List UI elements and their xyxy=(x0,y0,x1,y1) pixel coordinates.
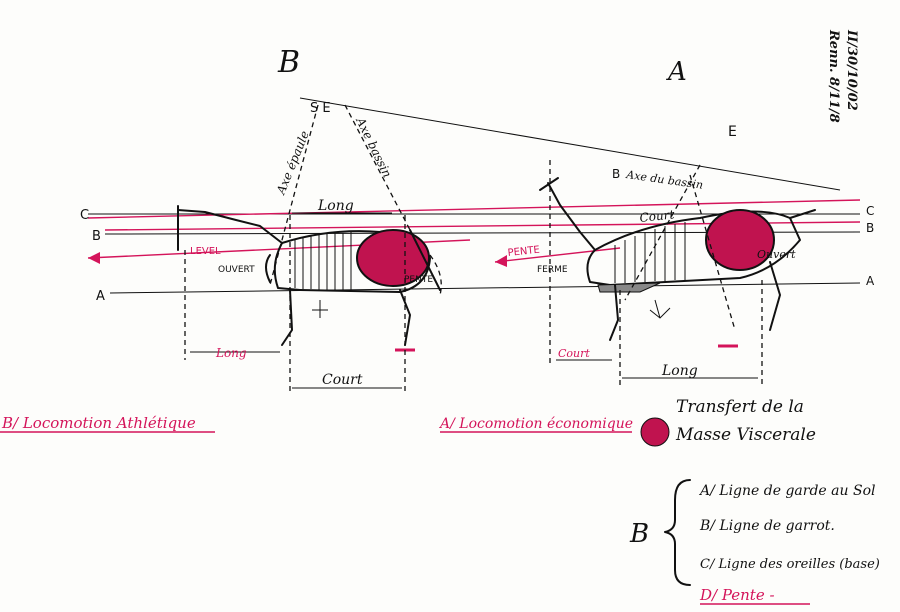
horse-b-tail xyxy=(409,229,441,291)
axe-epaule-label: Axe épaule xyxy=(273,129,311,197)
horse-b-axes xyxy=(184,104,411,395)
horse-a-visceral-mass xyxy=(705,209,775,271)
panel-b-se: S E xyxy=(310,101,331,116)
panel-a-title: A xyxy=(666,57,687,87)
horse-b-ouvert-arc xyxy=(265,254,271,283)
horse-a-belly-shade xyxy=(597,282,661,293)
horse-a-ear xyxy=(539,177,559,191)
axe-bassin-a-label: Axe du bassin xyxy=(625,168,704,192)
transfert-dot-icon xyxy=(640,417,670,447)
transfert-line1: Transfert de la xyxy=(676,397,804,417)
horse-b xyxy=(177,205,442,352)
pente-arrow-icon xyxy=(495,255,507,267)
left-label-c: C xyxy=(80,208,89,223)
axe-a-left xyxy=(624,164,701,301)
legend-brace xyxy=(664,479,691,586)
corner-ref: Renn. 8/11/8 xyxy=(826,29,841,123)
legend-pente: D/ Pente - xyxy=(699,586,775,604)
ouvert-a-label: Ouvert xyxy=(757,248,796,261)
long-top-label: Long xyxy=(317,198,354,214)
horse-b-tail-dash xyxy=(429,254,442,296)
horse-a-front-leg xyxy=(609,284,619,341)
transfert-line2: Masse Viscerale xyxy=(675,425,816,445)
right-label-a: A xyxy=(866,274,875,288)
horse-b-arrow-icon xyxy=(312,300,328,318)
legend-item-c: C/ Ligne des oreilles (base) xyxy=(700,557,880,572)
axe-bassin-label: Axe bassin xyxy=(353,114,395,180)
pente-line-pink xyxy=(494,247,621,263)
caption-b: B/ Locomotion Athlétique xyxy=(1,414,196,432)
horse-b-neck xyxy=(177,209,283,244)
ouvert-b-label: OUVERT xyxy=(218,265,255,275)
axe-bassin-line xyxy=(344,104,411,231)
right-label-c: C xyxy=(866,204,874,218)
pente-a-label: PENTE xyxy=(507,245,540,259)
pente-b-label: PENTE xyxy=(404,275,433,285)
court-a-bottom-label: Court xyxy=(558,347,590,360)
left-label-b: B xyxy=(92,229,101,244)
legend-item-a: A/ Ligne de garde au Sol xyxy=(698,483,875,499)
panel-a-b: B xyxy=(612,167,620,181)
horse-a-neck xyxy=(547,182,596,251)
horse-a-tail xyxy=(789,209,816,219)
axe-epaule-line xyxy=(269,104,319,286)
panel-b-title: B xyxy=(277,45,300,80)
level-label: LEVEL xyxy=(190,246,221,257)
legend-item-b: B/ Ligne de garrot. xyxy=(699,518,835,534)
panel-a-e: E xyxy=(728,124,737,140)
right-label-b: B xyxy=(866,221,874,235)
caption-a: A/ Locomotion économique xyxy=(438,416,633,432)
horse-b-visceral-mass xyxy=(356,229,430,287)
court-top-label: Court xyxy=(639,207,675,225)
diagonal-line xyxy=(299,97,841,191)
horse-a-chest xyxy=(586,249,611,286)
horse-a-arrow-icon xyxy=(649,299,671,319)
corner-date: II/30/10/02 xyxy=(844,29,859,111)
line-a xyxy=(109,282,861,294)
horse-b-hind-leg xyxy=(399,289,411,346)
horse-b-chest xyxy=(273,242,301,291)
level-arrow-icon xyxy=(88,252,100,264)
court-b-label: Court xyxy=(322,372,363,388)
ferme-label: FERME xyxy=(537,265,568,275)
long-bottom-label: Long xyxy=(215,346,247,360)
horse-a-axes xyxy=(549,160,763,385)
left-label-a: A xyxy=(96,289,105,304)
horse-a xyxy=(539,177,816,348)
legend-letter: B xyxy=(629,519,649,549)
horse-b-front-leg xyxy=(281,289,293,346)
horse-a-hind-leg xyxy=(769,261,781,331)
long-a-bottom-label: Long xyxy=(661,363,698,379)
